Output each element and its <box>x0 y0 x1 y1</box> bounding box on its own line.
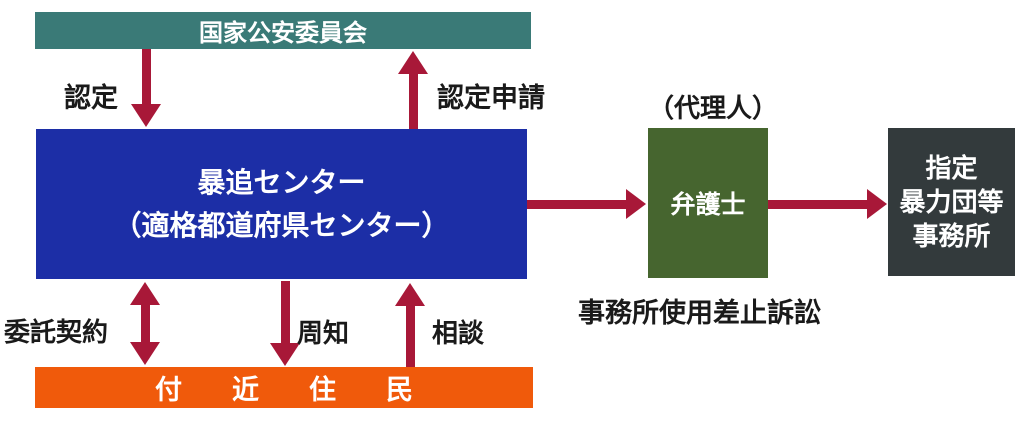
node-nearby-residents: 付近住民 <box>35 367 533 408</box>
node-boutsui-center: 暴追センター （適格都道府県センター） <box>36 129 527 279</box>
edge-label-consignment-contract: 委託契約 <box>4 317 109 347</box>
node-designated-gang-office: 指定 暴力団等 事務所 <box>888 128 1015 276</box>
arrow-consignment-contract-double-icon <box>130 282 160 365</box>
edge-label-notification: 周知 <box>297 318 350 348</box>
edge-label-certification: 認定 <box>64 83 118 113</box>
node-label-line2: 暴力団等 <box>899 186 1004 217</box>
edge-label-certification-application: 認定申請 <box>437 83 545 113</box>
arrow-certification-application-up-icon <box>398 51 428 129</box>
arrow-notification-down-icon <box>270 281 300 366</box>
arrow-center-to-lawyer-icon <box>527 189 646 219</box>
node-label-line1: 指定 <box>925 152 978 183</box>
node-label: 付近住民 <box>155 375 463 405</box>
node-label-line2: （適格都道府県センター） <box>113 210 450 241</box>
arrow-consultation-up-icon <box>395 283 425 367</box>
node-label-line1: 暴追センター <box>197 166 366 198</box>
arrow-lawyer-to-office-icon <box>768 189 887 219</box>
arrow-certification-down-icon <box>131 49 161 127</box>
node-lawyer: 弁護士 <box>648 128 768 278</box>
node-label: 国家公安委員会 <box>199 20 367 47</box>
edge-label-office-injunction-lawsuit: 事務所使用差止訴訟 <box>578 298 821 328</box>
node-label-line3: 事務所 <box>912 221 991 252</box>
edge-label-consultation: 相談 <box>432 318 485 348</box>
node-label: 弁護士 <box>670 191 746 219</box>
lawyer-annotation: （代理人） <box>648 93 779 123</box>
node-national-public-safety-commission: 国家公安委員会 <box>35 12 531 49</box>
